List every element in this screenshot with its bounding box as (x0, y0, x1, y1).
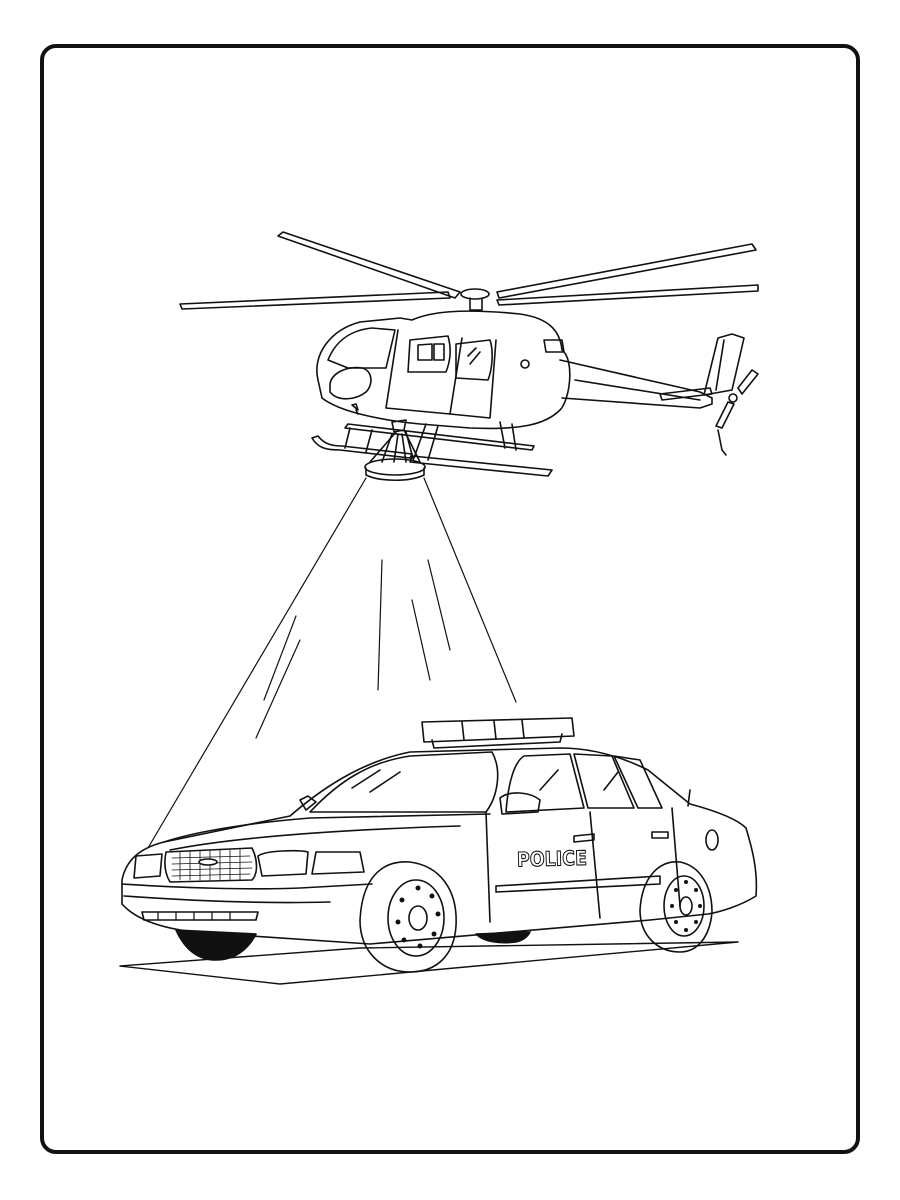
fuselage (316, 310, 571, 430)
rear-wheel (639, 861, 713, 953)
police-car: POLICE (119, 717, 758, 985)
front-grille (164, 847, 258, 883)
ground-shadow (119, 941, 739, 985)
light-beam (147, 477, 517, 849)
rear-left-tire (475, 931, 531, 944)
main-rotor-blades (179, 231, 759, 311)
front-wheel (359, 861, 457, 973)
landing-skids (311, 421, 553, 477)
light-bar (421, 717, 575, 749)
helicopter (179, 231, 759, 482)
car-body (121, 747, 758, 945)
front-vents (141, 911, 259, 921)
police-door-text: POLICE (517, 846, 588, 872)
spotlight (364, 419, 426, 482)
page-border-frame (40, 44, 860, 1154)
front-left-tire (175, 929, 257, 961)
tail-boom (559, 333, 759, 456)
